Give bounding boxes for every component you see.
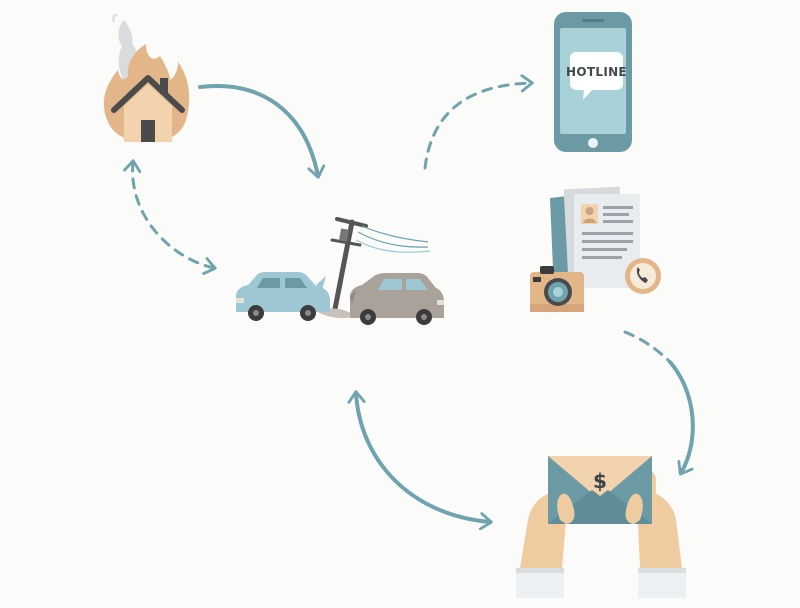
money-envelope-hands-icon: $ <box>516 456 686 598</box>
blue-car <box>236 272 330 321</box>
phone-hotline-icon: HOTLINE <box>554 12 632 152</box>
burning-house-icon <box>103 14 190 142</box>
grey-car <box>350 273 444 325</box>
arrow-house-crash-dashed <box>133 162 214 268</box>
arrow-documents-to-envelope <box>668 360 695 473</box>
hotline-speech-bubble: HOTLINE <box>566 52 627 100</box>
arrow-house-to-crash <box>198 84 318 176</box>
utility-pole <box>330 217 431 317</box>
camera-icon <box>530 266 584 312</box>
car-crash-icon <box>236 217 444 325</box>
dollar-sign: $ <box>593 469 607 493</box>
hotline-label: HOTLINE <box>566 65 627 79</box>
arrow-crash-to-phone-dashed <box>423 83 531 170</box>
arrow-documents-to-envelope-dashed <box>623 330 672 364</box>
call-badge-icon <box>625 258 661 294</box>
documents-camera-icon <box>530 186 661 312</box>
arrow-crash-envelope <box>356 393 490 522</box>
flow-arrows <box>133 83 695 522</box>
